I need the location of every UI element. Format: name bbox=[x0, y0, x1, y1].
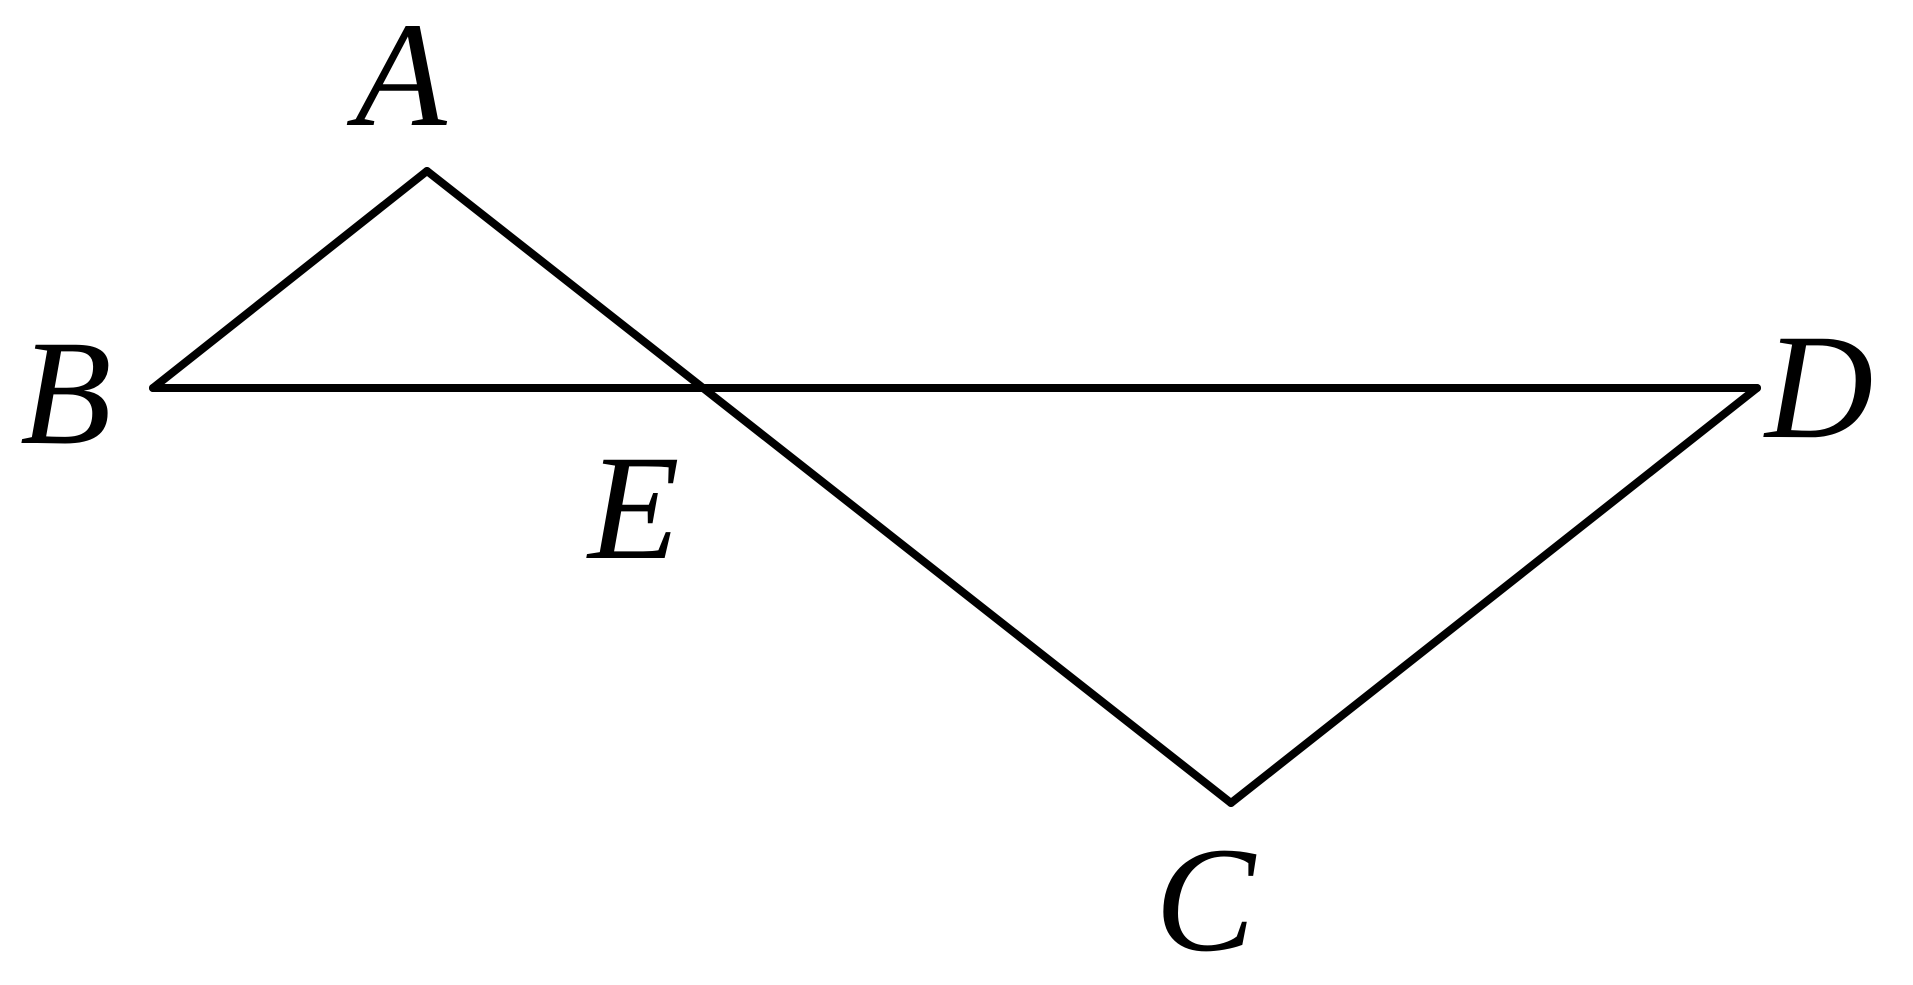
segment-ab bbox=[149, 167, 431, 392]
point-label-c: C bbox=[1155, 817, 1257, 983]
segment-cd bbox=[1227, 384, 1761, 807]
segment-ac bbox=[423, 167, 1235, 807]
point-label-a: A bbox=[346, 0, 448, 158]
point-label-b: B bbox=[20, 310, 112, 476]
point-label-e: E bbox=[586, 425, 680, 591]
point-label-d: D bbox=[1763, 304, 1873, 470]
